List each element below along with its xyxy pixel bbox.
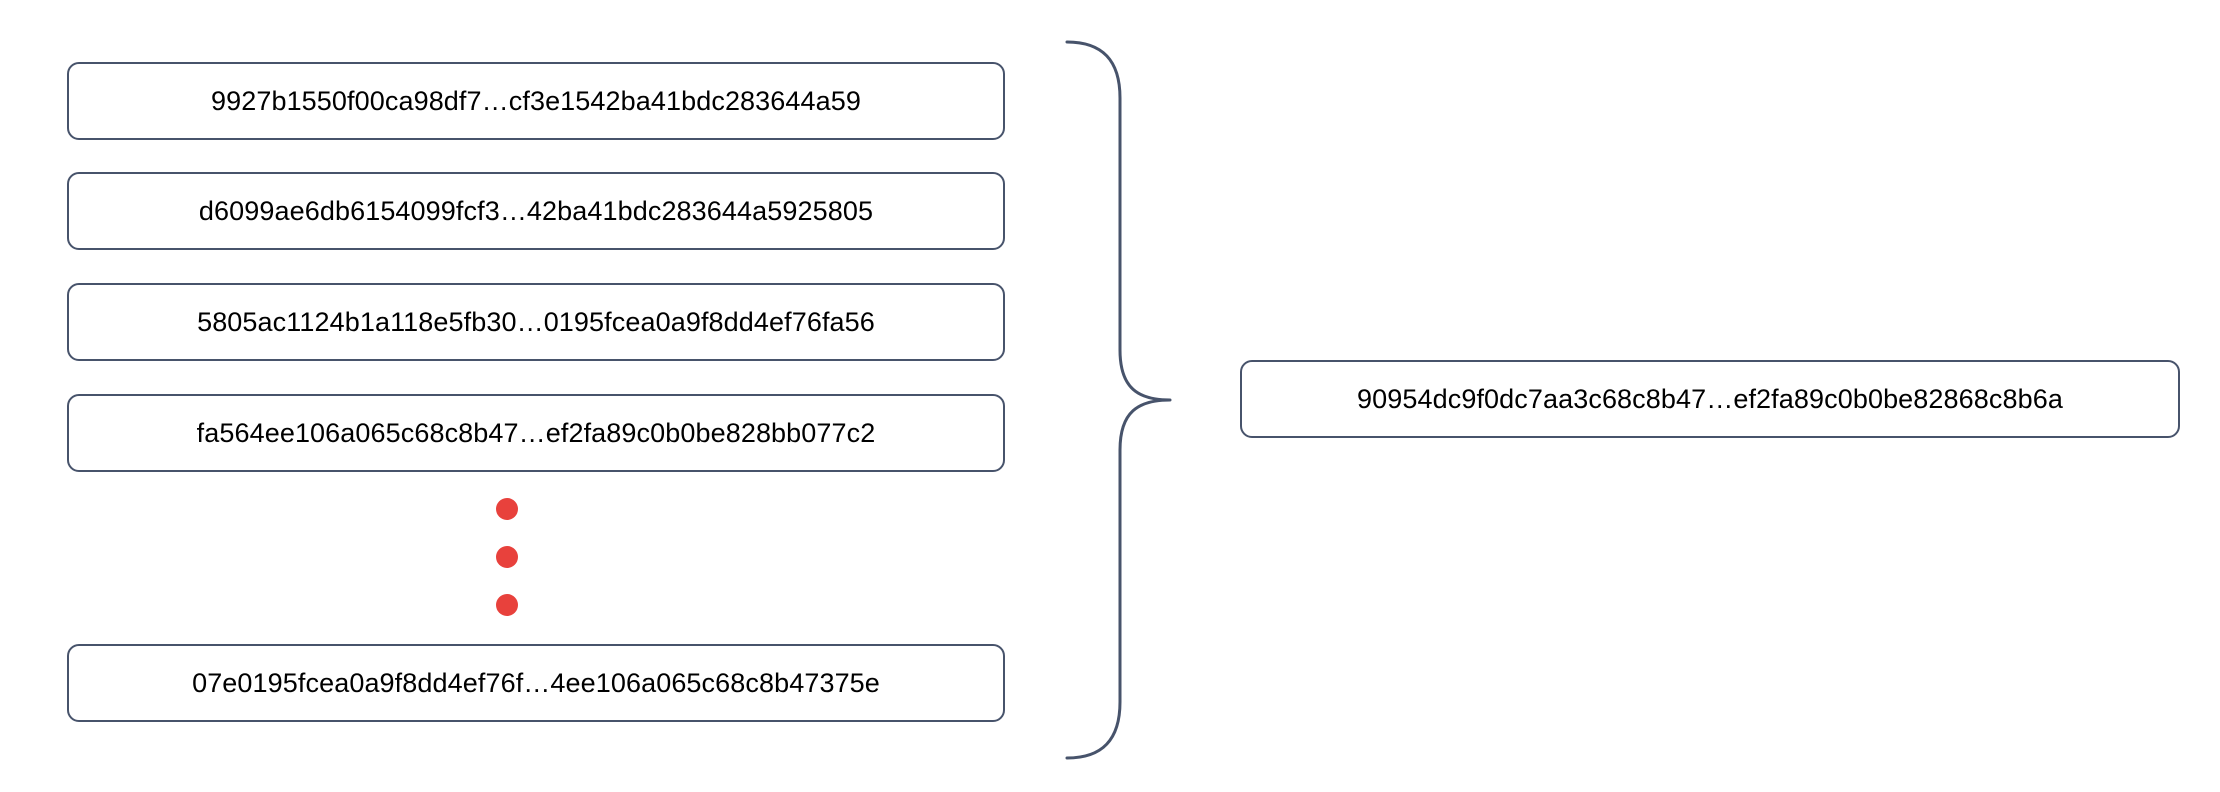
ellipsis-dot-icon — [496, 498, 518, 520]
input-hash-text-3: 5805ac1124b1a118e5fb30…0195fcea0a9f8dd4e… — [197, 306, 875, 337]
output-hash-text: 90954dc9f0dc7aa3c68c8b47…ef2fa89c0b0be82… — [1357, 383, 2063, 414]
ellipsis-dot-icon — [496, 546, 518, 568]
input-hash-box-5[interactable]: 07e0195fcea0a9f8dd4ef76f…4ee106a065c68c8… — [67, 644, 1005, 722]
input-hash-box-2[interactable]: d6099ae6db6154099fcf3…42ba41bdc283644a59… — [67, 172, 1005, 250]
vertical-ellipsis — [496, 498, 526, 628]
input-hash-box-3[interactable]: 5805ac1124b1a118e5fb30…0195fcea0a9f8dd4e… — [67, 283, 1005, 361]
input-hash-text-4: fa564ee106a065c68c8b47…ef2fa89c0b0be828b… — [196, 417, 876, 448]
input-hash-text-1: 9927b1550f00ca98df7…cf3e1542ba41bdc28364… — [210, 85, 861, 116]
ellipsis-dot-icon — [496, 594, 518, 616]
output-hash-box[interactable]: 90954dc9f0dc7aa3c68c8b47…ef2fa89c0b0be82… — [1240, 360, 2180, 438]
input-hash-text-5: 07e0195fcea0a9f8dd4ef76f…4ee106a065c68c8… — [192, 667, 880, 698]
input-hash-box-4[interactable]: fa564ee106a065c68c8b47…ef2fa89c0b0be828b… — [67, 394, 1005, 472]
input-hash-text-2: d6099ae6db6154099fcf3…42ba41bdc283644a59… — [198, 195, 874, 226]
curly-brace-icon — [1065, 40, 1172, 760]
input-hash-box-1[interactable]: 9927b1550f00ca98df7…cf3e1542ba41bdc28364… — [67, 62, 1005, 140]
